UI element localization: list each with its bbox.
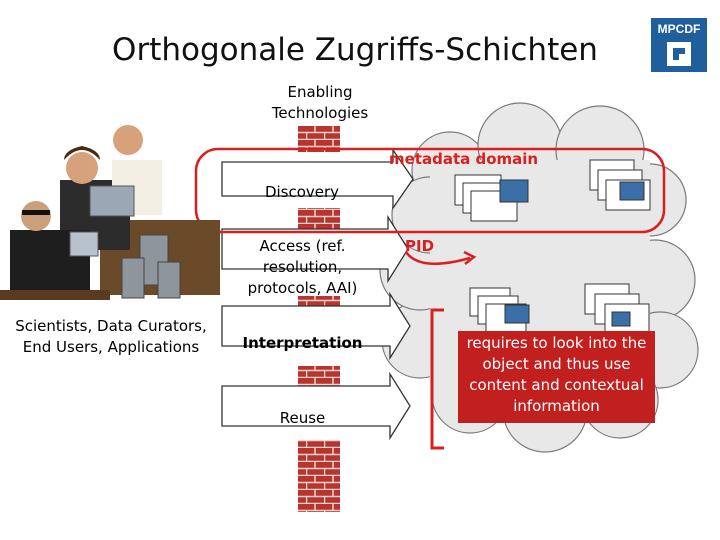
reuse-label: Reuse bbox=[279, 409, 326, 427]
interpretation-label: Interpretation bbox=[242, 334, 363, 352]
red-bracket bbox=[430, 308, 444, 450]
pid-arrow bbox=[404, 251, 471, 265]
metadata-domain-box bbox=[194, 147, 666, 234]
mpcdf-logo: MPCDF bbox=[651, 18, 707, 72]
metadata-domain-label: metadata domain bbox=[389, 150, 539, 168]
reuse-arrow bbox=[221, 371, 411, 441]
access-label: Access (ref. resolution, protocols, AAI) bbox=[247, 237, 358, 297]
actors-label: Scientists, Data Curators, End Users, Ap… bbox=[15, 317, 207, 356]
interpretation-callout: requires to look into the object and thu… bbox=[458, 331, 655, 423]
people-illustration bbox=[0, 125, 220, 300]
logo-mark-icon bbox=[667, 42, 691, 66]
discovery-label: Discovery bbox=[264, 183, 340, 201]
enabling-technologies-label: Enabling Technologies bbox=[271, 83, 369, 122]
digital-object-stack bbox=[454, 159, 651, 335]
page-title: Orthogonale Zugriffs-Schichten bbox=[112, 32, 598, 68]
interpretation-arrow bbox=[221, 291, 411, 361]
logo-text: MPCDF bbox=[657, 22, 701, 36]
servers-icon bbox=[121, 234, 181, 299]
layer-arrows bbox=[221, 147, 414, 441]
pid-label: PID bbox=[405, 237, 435, 255]
